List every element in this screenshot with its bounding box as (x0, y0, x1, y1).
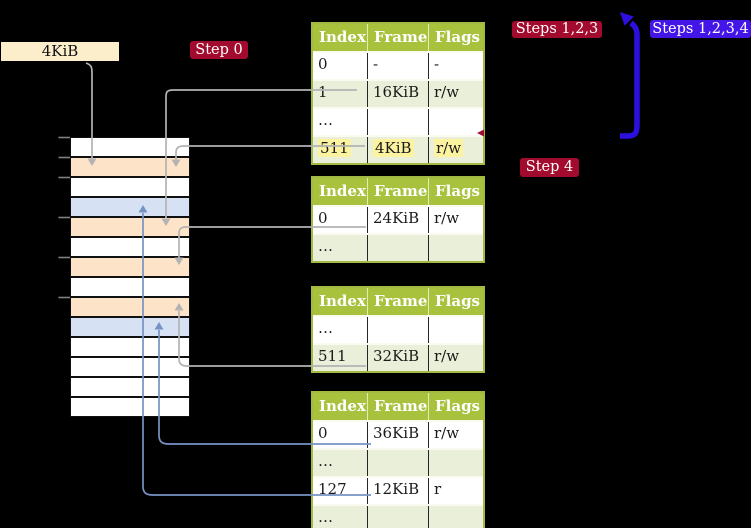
table-cell: … (318, 508, 333, 526)
table-row: … (313, 448, 483, 476)
memory-frame-row-orange (70, 157, 190, 177)
recursive-loop-arrow (620, 12, 640, 139)
table-cell: - (428, 53, 483, 79)
table-cell (428, 450, 483, 476)
table-row: … (313, 315, 483, 343)
table-cell: - (367, 53, 428, 79)
table-cell: 0 (318, 55, 328, 73)
memory-frame-row-orange (70, 217, 190, 237)
table-cell: 16KiB (367, 81, 428, 107)
memory-frame-row-white (70, 357, 190, 377)
table-cell: r (428, 478, 483, 504)
table-cell: … (318, 111, 333, 129)
table-cell (367, 317, 428, 343)
table-cell (367, 450, 428, 476)
step-0-label: Step 0 (190, 41, 248, 59)
memory-frame-row-blue (70, 317, 190, 337)
table-cell: 32KiB (367, 345, 428, 371)
table-cell: r/w (428, 422, 483, 448)
table-cell: r/w (428, 81, 483, 107)
memory-frame-row-white (70, 397, 190, 417)
column-header: Index (319, 182, 366, 200)
memory-frame-row-white (70, 137, 190, 157)
table-cell (428, 235, 483, 261)
column-header: Frame (367, 288, 428, 315)
table-cell: 24KiB (367, 207, 428, 233)
memory-tick-marks (58, 136, 70, 299)
table-cell: r/w (428, 207, 483, 233)
column-header: Flags (428, 288, 483, 315)
table-row: … (313, 233, 483, 261)
memory-frame-row-orange (70, 257, 190, 277)
table-cell (428, 317, 483, 343)
column-header: Flags (428, 24, 483, 51)
memory-frame-row-white (70, 177, 190, 197)
table-cell (367, 235, 428, 261)
table-cell: 0 (318, 424, 328, 442)
highlighted-value: r/w (434, 139, 464, 157)
table-cell: 511 (313, 137, 367, 163)
physical-memory-strip (70, 137, 190, 417)
table-row: 0 -- (313, 51, 483, 79)
memory-frame-row-white (70, 337, 190, 357)
table-cell: … (318, 452, 333, 470)
table-cell: … (318, 319, 333, 337)
table-row: … (313, 107, 483, 135)
column-header: Index (319, 292, 366, 310)
column-header: Index (319, 397, 366, 415)
column-header: Index (319, 28, 366, 46)
table-cell (428, 506, 483, 528)
table-cell (428, 109, 483, 135)
memory-frame-row-white (70, 237, 190, 257)
table-cell: 12KiB (367, 478, 428, 504)
column-header: Frame (367, 393, 428, 420)
table-cell (367, 506, 428, 528)
table-cell: 1 (318, 83, 328, 101)
frame-size-label: 4KiB (1, 42, 119, 61)
steps-123-label: Steps 1,2,3 (512, 21, 602, 38)
table-cell (367, 109, 428, 135)
column-header: Frame (367, 178, 428, 205)
highlighted-value: 511 (318, 139, 351, 157)
highlighted-value: 4KiB (373, 139, 414, 157)
table-cell: 511 (318, 347, 347, 365)
table-row: … (313, 504, 483, 528)
table-cell: … (318, 237, 333, 255)
table-cell: 36KiB (367, 422, 428, 448)
memory-frame-row-white (70, 277, 190, 297)
column-header: Flags (428, 393, 483, 420)
table-cell: r/w (428, 137, 483, 163)
step-4-label: Step 4 (520, 158, 579, 177)
memory-frame-row-blue (70, 197, 190, 217)
table-row: 511 4KiB r/w (313, 135, 483, 163)
table-cell: r/w (428, 345, 483, 371)
memory-frame-row-white (70, 377, 190, 397)
column-header: Flags (428, 178, 483, 205)
memory-frame-row-orange (70, 297, 190, 317)
steps-1234-label: Steps 1,2,3,4 (650, 20, 751, 38)
table-cell: 127 (318, 480, 347, 498)
table-cell: 4KiB (367, 137, 428, 163)
table-cell: 0 (318, 209, 328, 227)
column-header: Frame (367, 24, 428, 51)
